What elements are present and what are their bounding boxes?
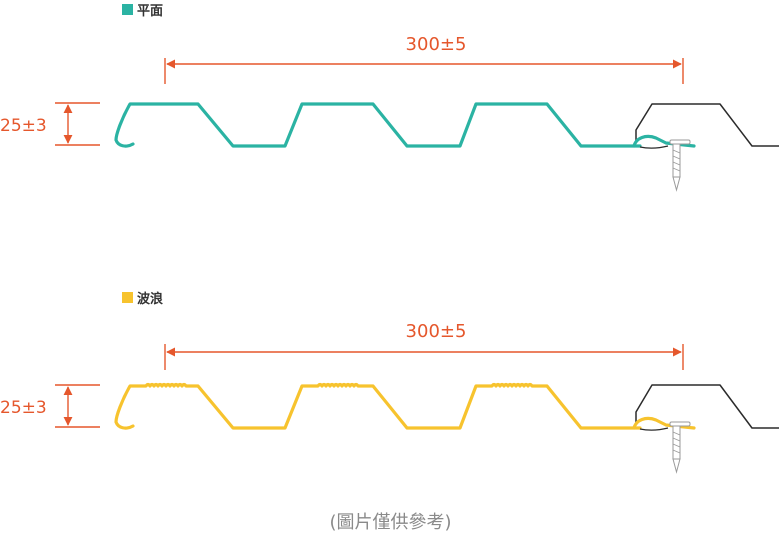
- height-dimension-label: 25±3: [0, 398, 47, 418]
- screw-icon: [669, 421, 691, 474]
- screw-icon: [669, 139, 691, 192]
- height-dimension-label: 25±3: [0, 116, 47, 136]
- flat-profile: [114, 102, 642, 148]
- wave-interlock-hook: [632, 416, 696, 430]
- width-dimension-label: 300±5: [406, 321, 467, 342]
- wave-profile: [114, 382, 642, 430]
- legend-wave-label: 波浪: [137, 292, 164, 307]
- adjacent-panel-outline: [635, 384, 779, 429]
- panel-flat: 300±5 25±3: [0, 34, 779, 192]
- panel-wave: 300±5 25±3: [0, 321, 779, 474]
- wave-interlock-tail: [639, 427, 669, 431]
- reference-caption: (圖片僅供參考): [329, 512, 452, 533]
- width-dimension-label: 300±5: [406, 34, 467, 55]
- legend-wave: 波浪: [122, 288, 163, 307]
- legend-flat-label: 平面: [137, 4, 164, 19]
- legend-flat-swatch: [122, 4, 133, 15]
- flat-interlock-hook: [632, 134, 696, 148]
- legend-wave-swatch: [122, 292, 133, 303]
- flat-interlock-tail: [639, 145, 669, 149]
- adjacent-panel-outline: [635, 103, 779, 147]
- legend-flat: 平面: [122, 0, 163, 19]
